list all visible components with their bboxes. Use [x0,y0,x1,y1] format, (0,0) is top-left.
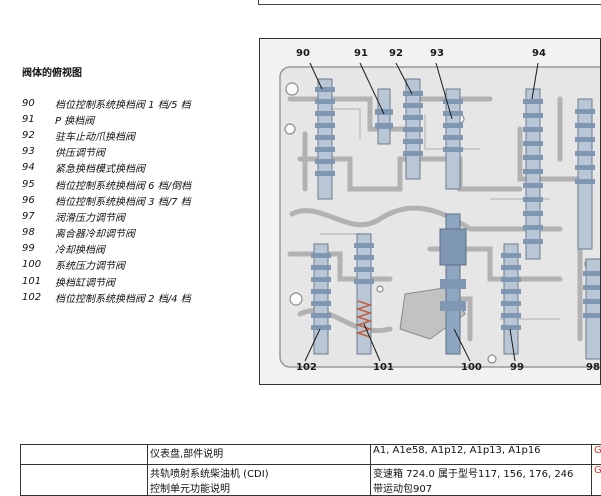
callout-label: 100 [461,362,482,373]
spool-valve-92 [403,79,423,179]
legend-number: 95 [22,179,55,190]
valve-body-drawing [260,39,601,385]
spool-valve-94 [523,89,543,259]
table-cell-link[interactable]: G [592,465,601,496]
legend-text: 换档缸调节阀 [55,274,115,289]
spool-valve-102 [311,244,331,354]
spool-valve-101 [354,234,374,354]
spool-valve-93 [443,89,463,189]
legend-text: 离合器冷却调节阀 [55,225,135,240]
legend-text: 系统压力调节阀 [55,257,125,272]
legend-number: 98 [22,227,55,238]
callout-label: 92 [389,48,403,59]
legend-number: 99 [22,243,55,254]
spool-valve-98 [583,259,601,359]
legend-text: 档位控制系统换档阀 2 档/4 档 [55,290,191,305]
table-cell: 仪表盘,部件说明 [148,445,371,465]
top-frame-fragment [258,0,601,5]
cell-line: 控制单元功能说明 [150,480,368,495]
legend-number: 101 [22,276,55,287]
cell-line: 带运动包907 [373,480,589,495]
table-cell: 共轨喷射系统柴油机 (CDI)控制单元功能说明 [148,465,371,496]
legend-number: 91 [22,114,55,125]
valve-body-illustration: 90 91 92 93 94 102 101 100 99 98 [259,38,601,385]
legend-number: 94 [22,162,55,173]
legend-number: 100 [22,259,55,270]
callout-label: 99 [510,362,524,373]
table-cell [21,445,148,465]
section-heading: 阀体的俯视图 [22,64,82,79]
table-row: 共轨喷射系统柴油机 (CDI)控制单元功能说明 变速箱 724.0 属于型号11… [21,465,601,496]
spool-valve-right [575,99,595,249]
callout-label: 91 [354,48,368,59]
legend-text: 驻车止动爪换档阀 [55,128,135,143]
table-cell-link[interactable]: G [592,445,601,465]
legend-number: 90 [22,98,55,109]
legend-text: 冷却换档阀 [55,241,105,256]
callout-label: 102 [296,362,317,373]
cell-line: 变速箱 724.0 属于型号117, 156, 176, 246 [373,465,589,480]
table-cell [21,465,148,496]
legend-number: 96 [22,195,55,206]
legend-text: 档位控制系统换档阀 1 档/5 档 [55,96,191,111]
legend-number: 93 [22,146,55,157]
callout-label: 101 [373,362,394,373]
legend-text: 档位控制系统换档阀 3 档/7 档 [55,193,191,208]
spool-valve-91 [375,89,393,144]
cell-line: 共轨喷射系统柴油机 (CDI) [150,465,368,480]
legend-number: 97 [22,211,55,222]
spool-valve-90 [315,79,335,199]
legend-number: 92 [22,130,55,141]
callout-label: 93 [430,48,444,59]
table-row: 仪表盘,部件说明 A1, A1e58, A1p12, A1p13, A1p16 … [21,445,601,465]
legend-number: 102 [22,292,55,303]
legend-text: 档位控制系统换档阀 6 档/倒档 [55,177,191,192]
reference-table: 仪表盘,部件说明 A1, A1e58, A1p12, A1p13, A1p16 … [20,444,601,496]
legend-text: 紧急换档模式换档阀 [55,160,145,175]
table-cell: A1, A1e58, A1p12, A1p13, A1p16 [371,445,592,465]
legend-text: P 换档阀 [55,112,94,127]
legend-text: 供压调节阀 [55,144,105,159]
callout-label: 98 [586,362,600,373]
callout-label: 94 [532,48,546,59]
legend-text: 润滑压力调节阀 [55,209,125,224]
callout-label: 90 [296,48,310,59]
